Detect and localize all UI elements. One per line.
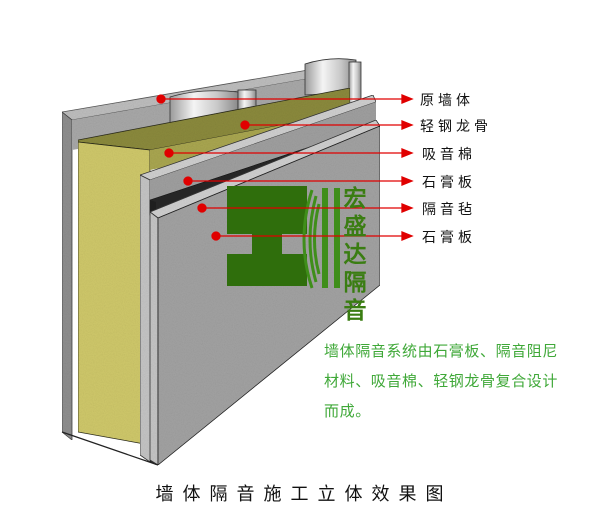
label-sound-absorbing-cotton: 吸音棉 bbox=[422, 147, 476, 163]
label-gypsum-board-2: 石膏板 bbox=[422, 230, 476, 246]
pointer-lines bbox=[156, 94, 414, 241]
label-gypsum-board-1: 石膏板 bbox=[422, 175, 476, 191]
label-light-steel-keel: 轻钢龙骨 bbox=[420, 119, 492, 135]
description-line-1: 墙体隔音系统由石膏板、隔音阻尼 bbox=[324, 342, 559, 360]
brand-char-5: 音 bbox=[343, 298, 367, 324]
brand-char-2: 盛 bbox=[343, 214, 367, 240]
gypsum-board-1-layer bbox=[138, 94, 377, 463]
label-original-wall: 原墙体 bbox=[420, 93, 474, 109]
description-line-3: 而成。 bbox=[324, 402, 371, 420]
description-line-2: 材料、吸音棉、轻钢龙骨复合设计 bbox=[324, 372, 559, 390]
label-soundproof-felt: 隔音毡 bbox=[422, 202, 476, 218]
brand-char-3: 达 bbox=[343, 242, 367, 268]
description-text: 墙体隔音系统由石膏板、隔音阻尼 材料、吸音棉、轻钢龙骨复合设计 而成。 bbox=[324, 336, 608, 426]
diagram-caption: 墙体隔音施工立体效果图 bbox=[155, 484, 453, 505]
brand-char-4: 隔 bbox=[343, 270, 367, 296]
brand-char-1: 宏 bbox=[343, 186, 367, 212]
brand-logo-icon bbox=[227, 186, 340, 289]
